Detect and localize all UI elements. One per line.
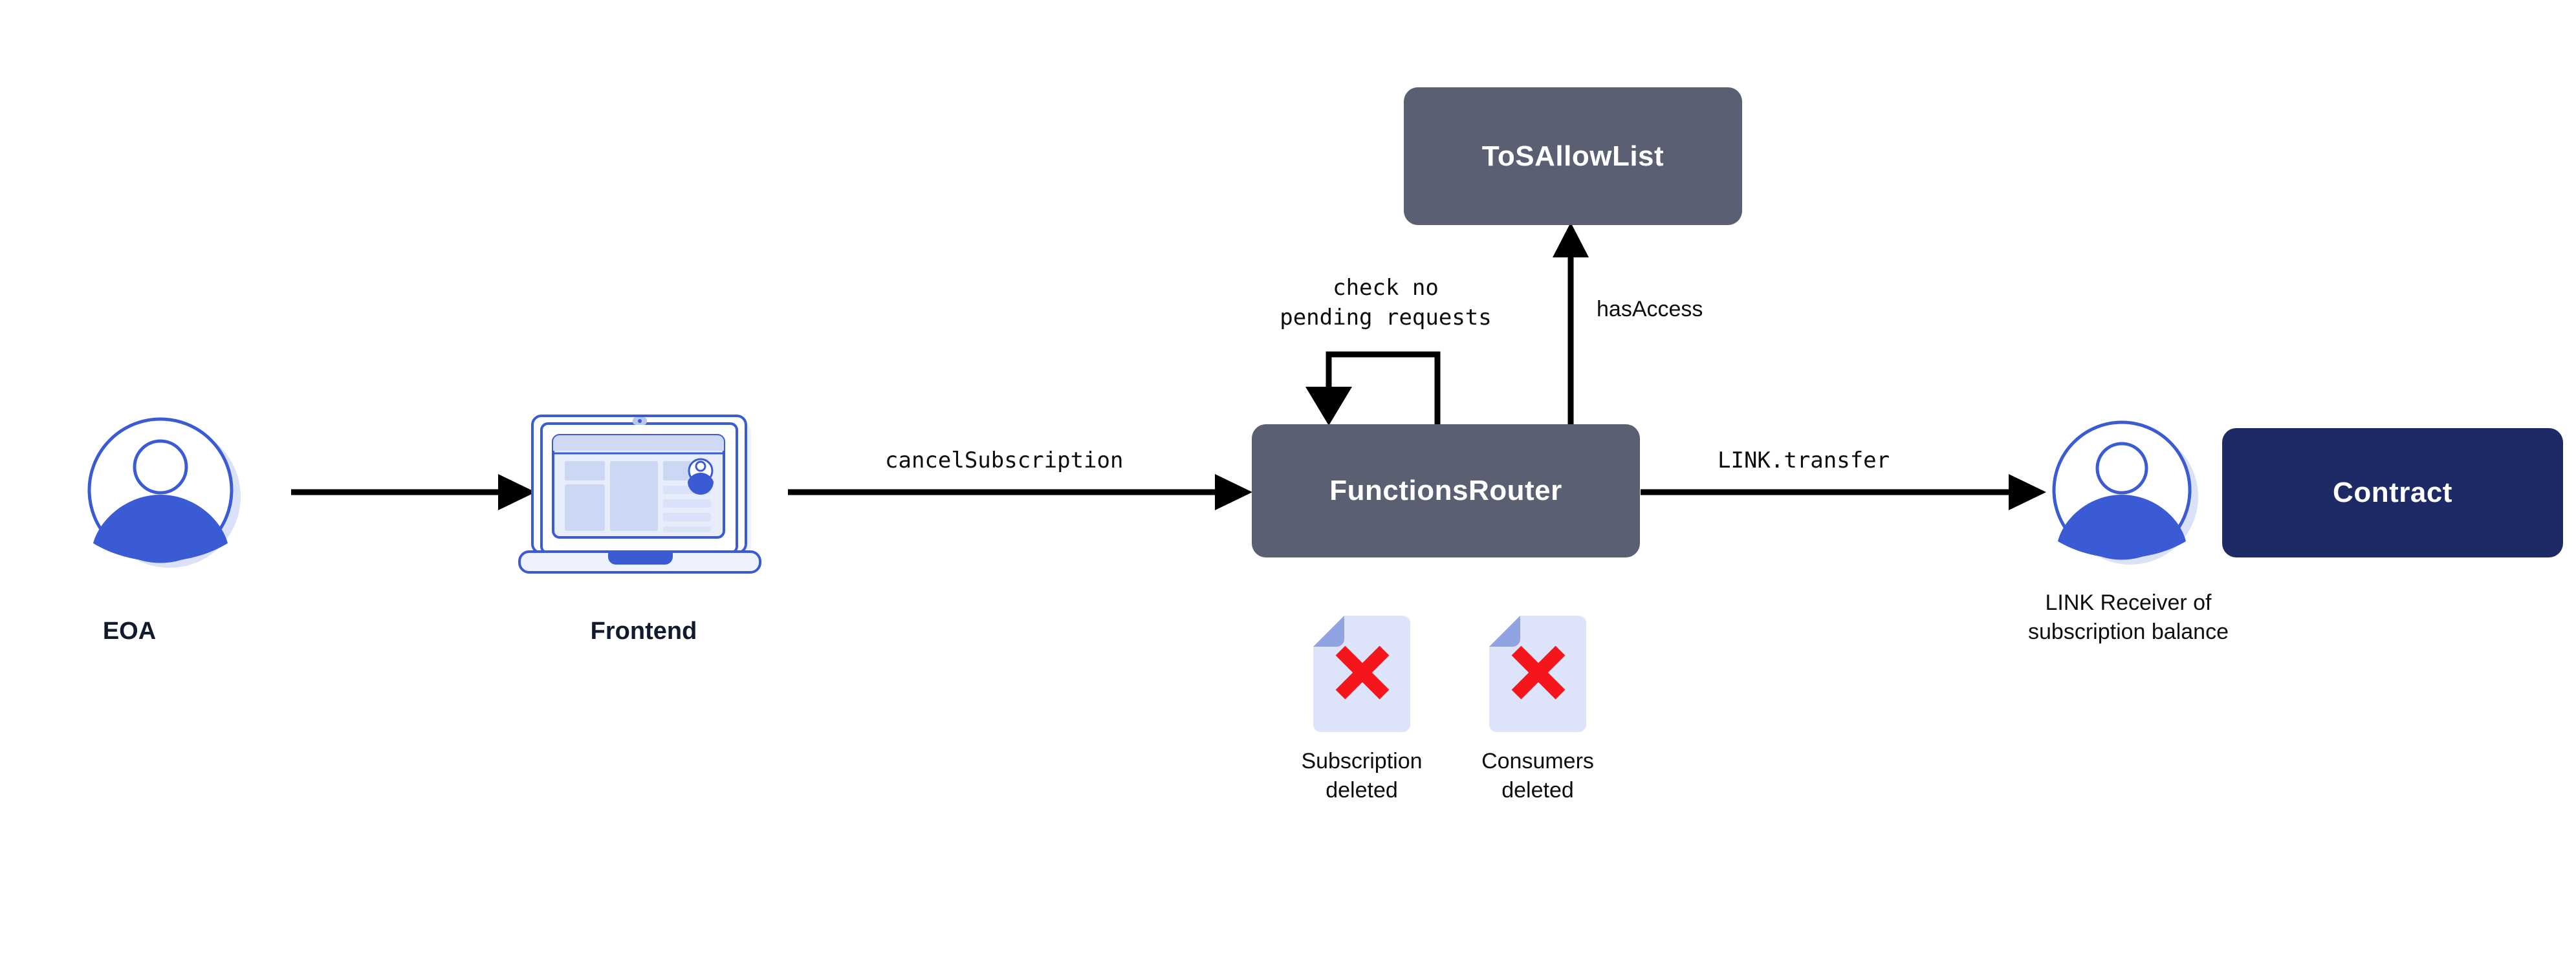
edge-label-check-no-pending-requests: check no pending requests [1263, 274, 1509, 333]
consumers-deleted-label: Consumers deleted [1444, 747, 1632, 805]
file-deleted-icon [1313, 616, 1410, 732]
link-receiver-label: LINK Receiver of subscription balance [1992, 589, 2264, 647]
node-functions-router[interactable]: FunctionsRouter [1252, 424, 1640, 557]
edge-router-to-receiver [1641, 474, 2046, 510]
red-x-icon [1511, 645, 1566, 700]
subscription-deleted-line1: Subscription [1301, 749, 1423, 773]
red-x-icon [1335, 645, 1390, 700]
check-no-line2: pending requests [1280, 304, 1492, 330]
edge-label-cancel-subscription: cancelSubscription [885, 448, 1124, 473]
consumers-deleted-line2: deleted [1501, 777, 1574, 803]
subscription-deleted-line2: deleted [1326, 777, 1398, 803]
consumers-deleted-line1: Consumers [1481, 749, 1594, 773]
node-tos-allow-list[interactable]: ToSAllowList [1404, 87, 1742, 225]
edge-label-link-transfer: LINK.transfer [1718, 448, 1890, 473]
link-receiver-line2: subscription balance [2028, 619, 2229, 644]
node-contract[interactable]: Contract [2222, 428, 2563, 557]
subscription-deleted-label: Subscription deleted [1265, 747, 1459, 805]
edge-router-to-tos [1553, 222, 1589, 424]
frontend-label: Frontend [590, 618, 697, 645]
edge-router-self-loop [1305, 351, 1441, 426]
laptop-frontend-icon [518, 415, 761, 574]
edge-eoa-to-frontend [291, 474, 536, 510]
edge-frontend-to-router [788, 474, 1252, 510]
file-deleted-icon [1489, 616, 1586, 732]
edge-label-has-access: hasAccess [1597, 297, 1703, 321]
functions-router-label: FunctionsRouter [1329, 475, 1562, 506]
tos-allow-list-label: ToSAllowList [1481, 140, 1665, 172]
user-avatar-icon [87, 417, 241, 568]
check-no-line1: check no [1333, 275, 1439, 301]
link-receiver-line1: LINK Receiver of [2045, 590, 2212, 615]
eoa-label: EOA [102, 618, 157, 645]
user-avatar-icon [2052, 420, 2198, 565]
contract-label: Contract [2333, 477, 2452, 508]
